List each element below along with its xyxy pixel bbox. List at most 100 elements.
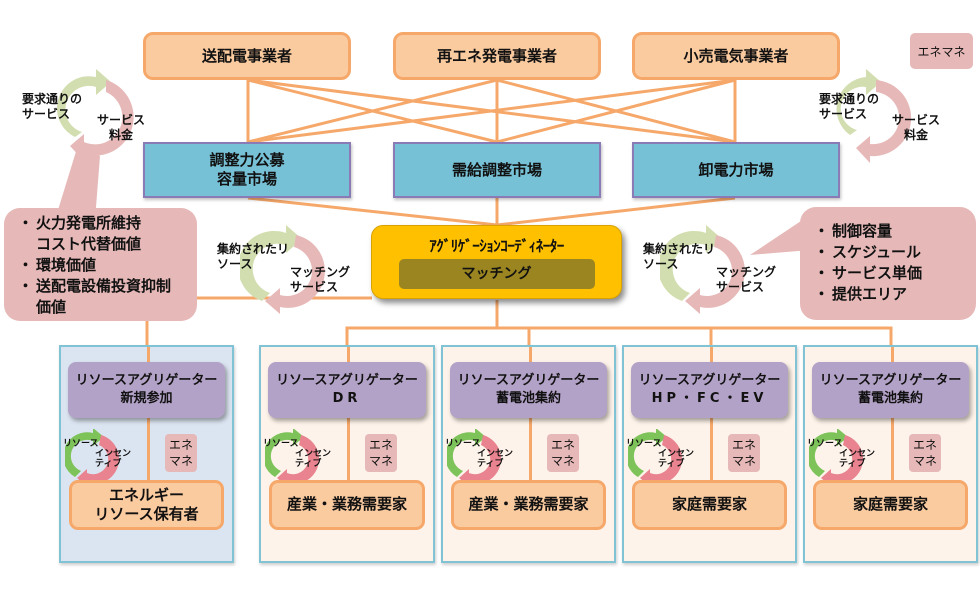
enemane-badge: エネマネ <box>910 33 973 69</box>
label-line: ソース <box>643 257 679 271</box>
consumer-label: エネルギー <box>108 485 184 504</box>
consumer-label: 産業・業務需要家 <box>286 495 407 514</box>
incentive-cycle: リソース インセン ティブ <box>626 429 695 485</box>
entity-renewable-generator: 再エネ発電事業者 <box>393 32 601 80</box>
aggregator-type: 新規参加 <box>120 391 173 406</box>
cycle-top-left <box>5 69 134 220</box>
aggregator-type: 蓄電池集約 <box>495 391 561 406</box>
aggregator-type: HP・FC・EV <box>651 391 768 406</box>
cycle-label-red: マッチングサービス <box>716 265 776 295</box>
callout-pointer <box>5 145 100 220</box>
callout-text: スケジュール <box>832 243 921 261</box>
callout-text: コスト代替価値 <box>36 235 142 253</box>
cycle-arrows-icon <box>628 429 682 485</box>
cycle-label-red: サービス料金 <box>97 113 145 143</box>
callout-item-cont: 価値 <box>22 297 197 318</box>
callout-item: 制御容量 <box>814 221 976 242</box>
cycle-top-right <box>836 69 912 163</box>
cycle-label-green: 要求通りのサービス <box>819 92 879 122</box>
aggregator-label: リソースアグリゲーター <box>457 373 600 389</box>
cycle-label: ティブ <box>477 459 504 469</box>
label-line: サービス <box>819 107 868 121</box>
market-wholesale: 卸電力市場 <box>632 142 840 198</box>
enemane-label: エネマネ <box>917 44 966 59</box>
household-consumer: 家庭需要家 <box>632 480 787 530</box>
label-line: ソース <box>217 257 253 271</box>
label-line: 集約されたリ <box>217 242 290 256</box>
entity-label: 送配電事業者 <box>201 46 292 65</box>
enemane-label: エネ <box>168 438 193 452</box>
callout-text: 送配電設備投資抑制 <box>36 277 172 295</box>
callout-item: 送配電設備投資抑制 <box>18 276 197 297</box>
enemane-label: エネ <box>368 438 393 452</box>
cycle-label: リソース <box>263 439 299 449</box>
green-arrow-icon <box>660 225 722 301</box>
label-line: サービス <box>892 113 941 127</box>
incentive-cycle: リソース インセン ティブ <box>807 429 876 485</box>
consumer-label: 家庭需要家 <box>852 495 928 514</box>
enemane-label: マネ <box>368 454 393 468</box>
aggregator-panel-new-entry: リソースアグリゲーター新規参加 リソース インセン ティブ エネマネ エネルギー… <box>59 345 234 563</box>
callout-item: 環境価値 <box>18 255 197 276</box>
aggregator-label: リソースアグリゲーター <box>638 373 781 389</box>
entity-retail-electricity: 小売電気事業者 <box>632 32 840 80</box>
incentive-cycle: リソース インセン ティブ <box>63 429 131 485</box>
enemane-badge: エネマネ <box>909 434 941 472</box>
cycle-label-red: サービス料金 <box>892 113 940 143</box>
incentive-cycle: リソース インセン ティブ <box>445 429 513 485</box>
red-arrow-icon <box>70 80 134 161</box>
industrial-commercial-consumer: 産業・業務需要家 <box>269 480 425 530</box>
callout-item-cont: コスト代替価値 <box>22 234 197 255</box>
incentive-cycle: リソース インセン ティブ <box>263 429 331 485</box>
red-arrow-icon <box>856 80 912 163</box>
aggregator-panel-battery-household: リソースアグリゲーター蓄電池集約 リソース インセン ティブ エネマネ 家庭需要… <box>803 345 978 563</box>
market-label: 需給調整市場 <box>451 160 542 179</box>
cycle-label: リソース <box>63 439 99 449</box>
callout-text: 提供エリア <box>832 285 908 303</box>
enemane-badge: エネマネ <box>165 434 197 472</box>
label-line: サービス <box>290 280 339 294</box>
enemane-badge: エネマネ <box>365 434 397 472</box>
entity-transmission-operator: 送配電事業者 <box>143 32 351 80</box>
cycle-label: インセン <box>839 449 876 459</box>
cycle-label-green: 集約されたリソース <box>217 242 289 272</box>
label-line: 集約されたリ <box>643 242 716 256</box>
label-line: 要求通りの <box>819 92 880 106</box>
cycle-arrows-icon <box>447 429 501 485</box>
household-consumer: 家庭需要家 <box>813 480 968 530</box>
resource-aggregator: リソースアグリゲーター蓄電池集約 <box>450 362 607 418</box>
enemane-label: マネ <box>168 454 193 468</box>
coordinator-matching: マッチング <box>398 259 595 290</box>
market-label-2: 容量市場 <box>216 170 277 188</box>
green-arrow-icon <box>836 69 881 135</box>
callout-text: 価値 <box>36 298 67 316</box>
label-line: サービス <box>97 113 146 127</box>
label-line: 料金 <box>904 128 929 142</box>
enemane-badge: エネマネ <box>547 434 579 472</box>
cycle-label: インセン <box>658 449 695 459</box>
label-line: サービス <box>716 280 765 294</box>
callout-item: サービス単価 <box>814 263 976 284</box>
green-arrow-icon <box>240 225 302 301</box>
cycle-mid-right <box>660 215 810 314</box>
green-arrow-icon <box>56 69 111 137</box>
consumer-label: 産業・業務需要家 <box>468 495 589 514</box>
cycle-label: ティブ <box>839 459 866 469</box>
cycle-arrows-icon <box>809 429 863 485</box>
callout-text: 火力発電所維持 <box>36 214 142 232</box>
cycle-mid-left <box>240 225 325 314</box>
enemane-label: エネ <box>731 438 756 452</box>
cycle-arrows-icon <box>265 429 319 485</box>
callout-text: サービス単価 <box>832 264 923 282</box>
cycle-label-green: 集約されたリソース <box>643 242 715 272</box>
enemane-label: マネ <box>731 454 756 468</box>
resource-aggregator: リソースアグリゲーター新規参加 <box>68 362 225 418</box>
market-supply-demand: 需給調整市場 <box>393 142 601 198</box>
callout-value-list: 火力発電所維持 コスト代替価値 環境価値 送配電設備投資抑制 価値 <box>4 208 197 321</box>
callout-pointer <box>750 215 810 255</box>
resource-aggregator: リソースアグリゲーター蓄電池集約 <box>812 362 969 418</box>
cycle-label: ティブ <box>658 459 685 469</box>
callout-text: 制御容量 <box>832 222 893 240</box>
red-arrow-icon <box>685 235 745 314</box>
